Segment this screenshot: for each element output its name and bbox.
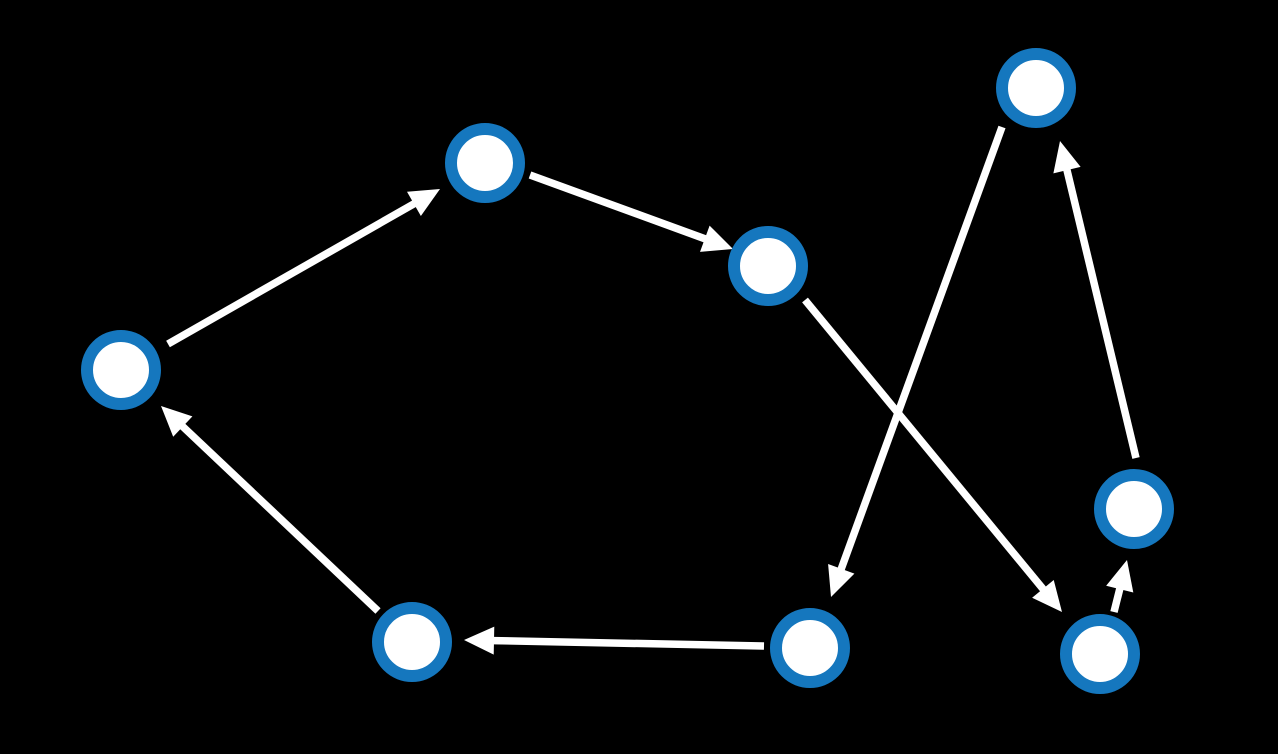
edge-shaft (166, 196, 423, 348)
edge-bottom-right-to-right (1106, 560, 1134, 613)
graph-node-top-right[interactable] (996, 48, 1076, 128)
arrowhead-icon (407, 189, 440, 217)
edge-upper-left-to-middle (528, 171, 733, 252)
edge-shaft (1061, 162, 1140, 459)
arrowhead-icon (161, 406, 193, 437)
edge-shaft (174, 418, 381, 614)
graph-node-bottom-right[interactable] (1060, 614, 1140, 694)
graph-node-left[interactable] (81, 330, 161, 410)
graph-node-middle[interactable] (728, 226, 808, 306)
edge-middle-to-bottom-right (802, 297, 1062, 612)
arrowhead-icon (464, 626, 495, 655)
graph-node-bottom-left[interactable] (372, 602, 452, 682)
arrowhead-icon (1053, 141, 1081, 174)
graph-node-right[interactable] (1094, 469, 1174, 549)
graph-node-bottom-center[interactable] (770, 608, 850, 688)
edge-shaft (486, 636, 765, 650)
arrowhead-icon (828, 564, 855, 597)
arrowhead-icon (1032, 579, 1062, 612)
edge-bottom-left-to-left (161, 406, 381, 614)
edge-right-to-top-right (1053, 141, 1140, 459)
arrowhead-icon (700, 225, 733, 252)
edge-shaft (528, 171, 714, 245)
graph-node-upper-left[interactable] (445, 123, 525, 203)
edge-bottom-center-to-bottom-left (464, 626, 765, 655)
edge-left-to-upper-left (166, 189, 440, 348)
arrowhead-icon (1106, 560, 1134, 593)
edge-top-right-to-bottom-center (828, 125, 1006, 597)
edge-shaft (835, 125, 1006, 578)
edge-shaft (802, 297, 1051, 598)
